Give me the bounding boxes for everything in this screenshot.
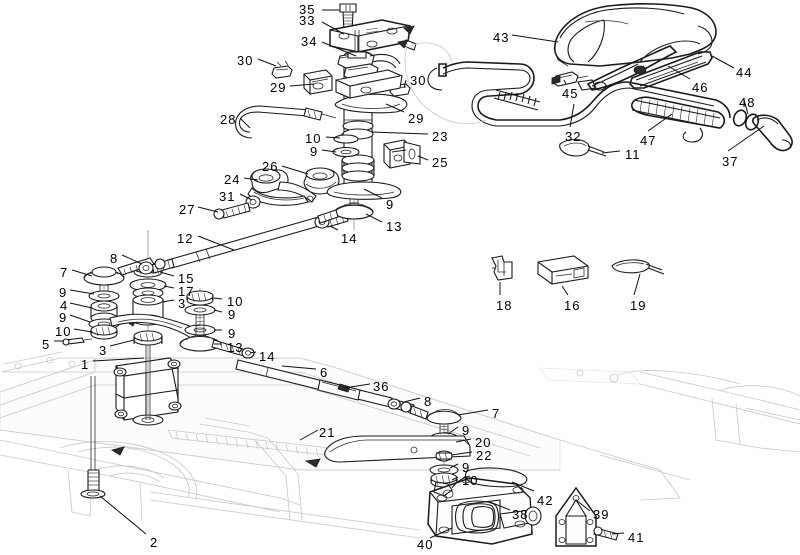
callout-7-steering-arm-bottom: 7 <box>492 406 501 421</box>
callout-30-steering-head: 30 <box>410 73 427 88</box>
part-9-10-column-washers <box>332 134 360 158</box>
part-13-right-steering-arm <box>179 288 255 359</box>
callout-9-steering-arm-right: 9 <box>228 307 237 322</box>
part-25-column-bracket <box>383 139 421 169</box>
part-12-tie-rod <box>138 212 349 275</box>
callout-28-steering-column: 28 <box>220 112 237 127</box>
callout-6-tie-rod-lower: 6 <box>320 365 329 380</box>
part-29-30-clamps <box>271 60 411 114</box>
callout-46-handlebar: 46 <box>692 80 709 95</box>
callout-19-loose-parts: 19 <box>630 298 647 313</box>
callout-8-tie-rod-lower: 8 <box>424 394 433 409</box>
callout-25-steering-column: 25 <box>432 155 449 170</box>
part-28-cable-clip <box>235 105 337 139</box>
callout-13-steering-arm-right: 13 <box>227 340 244 355</box>
callout-10-steering-arm-bottom: 10 <box>462 473 479 488</box>
callout-10-steering-column: 10 <box>305 131 322 146</box>
callout-5-steering-arm-left: 5 <box>42 337 51 352</box>
callout-27-pitman-arm: 27 <box>179 202 196 217</box>
callout-16-loose-parts: 16 <box>564 298 581 313</box>
callout-31-pitman-arm: 31 <box>219 189 236 204</box>
callout-9-steering-arm-bottom: 9 <box>462 423 471 438</box>
callout-4-steering-arm-left: 4 <box>60 298 69 313</box>
callout-23-steering-column: 23 <box>432 129 449 144</box>
callout-14-tie-rod-lower: 14 <box>259 349 276 364</box>
callout-29-steering-head: 29 <box>408 111 425 126</box>
part-39-support-plate <box>555 486 597 547</box>
callout-39-steering-housing: 39 <box>593 507 610 522</box>
callout-9-steering-column: 9 <box>310 144 319 159</box>
part-18-connector <box>491 255 513 281</box>
part-33-35-steering-head <box>329 3 417 99</box>
callout-2-steering-support: 2 <box>150 535 159 550</box>
callout-15-steering-shaft: 15 <box>178 271 195 286</box>
callout-9-steering-arm-left: 9 <box>59 310 68 325</box>
callout-34-steering-head: 34 <box>301 34 318 49</box>
callout-3-steering-shaft: 3 <box>99 343 108 358</box>
leader-lines <box>54 9 765 539</box>
callout-41-steering-housing: 41 <box>628 530 645 545</box>
part-5-cotter-pin <box>62 337 93 346</box>
callout-1-steering-support: 1 <box>81 357 90 372</box>
callout-14-tie-rod-upper: 14 <box>341 231 358 246</box>
part-24-26-pitman-arm <box>213 167 340 220</box>
callout-22-steering-arm-bottom: 22 <box>476 448 493 463</box>
callout-17-steering-shaft: 17 <box>178 284 195 299</box>
callout-18-loose-parts: 18 <box>496 298 513 313</box>
callout-21-chassis: 21 <box>319 425 336 440</box>
part-2-long-bolt <box>80 376 106 499</box>
callout-20-steering-arm-bottom: 20 <box>475 435 492 450</box>
callout-10-steering-arm-right: 10 <box>227 294 244 309</box>
callout-35-steering-head: 35 <box>299 2 316 17</box>
part-20-bottom-steering-arm <box>324 405 471 490</box>
callout-8-tie-rod-upper: 8 <box>110 251 119 266</box>
part-16-module <box>537 255 589 285</box>
part-15-17-3-steering-shaft-stack <box>123 230 167 420</box>
callout-24-pitman-arm: 24 <box>224 172 241 187</box>
callout-43-handlebar: 43 <box>493 30 510 45</box>
callout-40-steering-housing: 40 <box>417 537 434 552</box>
callout-7-steering-arm-left: 7 <box>60 265 69 280</box>
callout-37-handlebar: 37 <box>722 154 739 169</box>
callout-44-handlebar: 44 <box>736 65 753 80</box>
callout-12-tie-rod-upper: 12 <box>177 231 194 246</box>
callout-30-steering-head: 30 <box>237 53 254 68</box>
part-41-bolt <box>593 526 619 541</box>
callout-9-steering-arm-bottom: 9 <box>462 460 471 475</box>
callout-26-pitman-arm: 26 <box>262 159 279 174</box>
callout-36-tie-rod-lower: 36 <box>373 379 390 394</box>
callout-38-steering-housing: 38 <box>512 507 529 522</box>
callout-48-handlebar: 48 <box>739 95 756 110</box>
callout-42-steering-housing: 42 <box>537 493 554 508</box>
callout-3-steering-shaft: 3 <box>178 296 187 311</box>
callout-45-handlebar: 45 <box>562 86 579 101</box>
part-40-steering-housing <box>427 467 542 545</box>
callout-47-handlebar: 47 <box>640 133 657 148</box>
callout-11-handlebar: 11 <box>625 147 641 162</box>
callout-9-steering-arm-right: 9 <box>228 326 237 341</box>
callout-9-steering-arm-left: 9 <box>59 285 68 300</box>
callout-10-steering-arm-left: 10 <box>55 324 72 339</box>
callout-9-steering-column: 9 <box>386 197 395 212</box>
callout-29-steering-head: 29 <box>270 80 287 95</box>
handlebar-assembly <box>397 3 793 157</box>
part-19-retainer-clip <box>611 259 665 275</box>
callout-13-steering-column: 13 <box>386 219 403 234</box>
callout-33-steering-head: 33 <box>299 13 316 28</box>
callout-32-handlebar: 32 <box>565 129 582 144</box>
